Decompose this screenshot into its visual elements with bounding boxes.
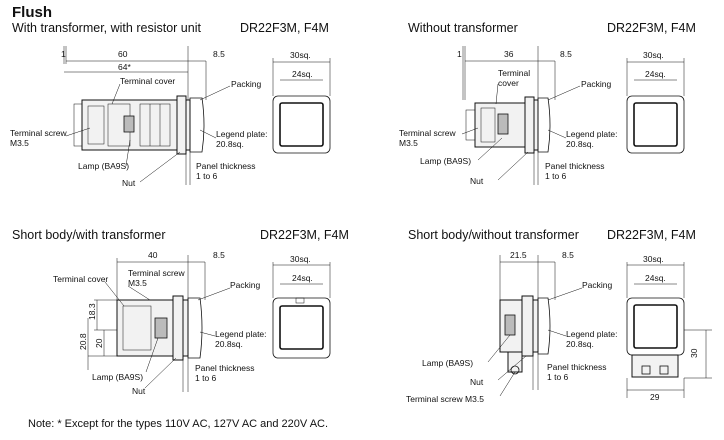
- panel4-front-inner: [633, 304, 678, 349]
- panel1-label-packing: Packing: [231, 79, 262, 89]
- panel2-label-terminal-screw: Terminal screw: [399, 128, 457, 138]
- panel3-dim-20-8: 20.8: [78, 333, 88, 350]
- panel1-dim-30sq: 30sq.: [290, 50, 311, 60]
- panel4-front-outer: [626, 297, 685, 356]
- panel4-dim-24sq: 24sq.: [645, 273, 666, 283]
- panel2-label-lamp: Lamp (BA9S): [420, 156, 471, 166]
- panel1-label-nut: Nut: [122, 178, 136, 188]
- panel4-label-legend-size: 20.8sq.: [566, 339, 594, 349]
- panel1-label-screw-size: M3.5: [10, 138, 29, 148]
- panel2-label-nut: Nut: [470, 176, 484, 186]
- panel2-label-panel-range: 1 to 6: [545, 171, 567, 181]
- panel1-model: DR22F3M, F4M: [240, 21, 329, 35]
- panel3-label-terminal-screw: Terminal screw: [128, 268, 186, 278]
- panel3-label-panel-range: 1 to 6: [195, 373, 217, 383]
- panel2-model: DR22F3M, F4M: [607, 21, 696, 35]
- panel1-label-terminal-screw: Terminal screw: [10, 128, 68, 138]
- panel1-drawing: 1 60 64* 8.5 Terminal cover Packing Ter: [10, 46, 331, 188]
- panel3-subtitle: Short body/with transformer: [12, 228, 166, 242]
- panel2-dim-24sq: 24sq.: [645, 69, 666, 79]
- panel1-label-terminal-cover: Terminal cover: [120, 76, 175, 86]
- panel3-model: DR22F3M, F4M: [260, 228, 349, 242]
- panel3-dim-30sq: 30sq.: [290, 254, 311, 264]
- panel1-subtitle: With transformer, with resistor unit: [12, 21, 201, 35]
- panel4-label-panel-thickness: Panel thickness: [547, 362, 607, 372]
- panel1-label-lamp: Lamp (BA9S): [78, 161, 129, 171]
- panel1-dim-8-5: 8.5: [213, 49, 225, 59]
- page-title: Flush: [12, 4, 52, 21]
- panel2-subtitle: Without transformer: [408, 21, 518, 35]
- panel4-dim-8-5: 8.5: [562, 250, 574, 260]
- panel2-drawing: 1 36 8.5 Terminal cover Packing Terminal…: [399, 46, 685, 186]
- panel1-dim-24sq: 24sq.: [292, 69, 313, 79]
- panel4-dim-30sq: 30sq.: [643, 254, 664, 264]
- panel2-dim-8-5: 8.5: [560, 49, 572, 59]
- panel3-label-terminal-cover: Terminal cover: [53, 274, 108, 284]
- panel2-front-outer: [626, 95, 685, 154]
- panel4-subtitle: Short body/without transformer: [408, 228, 579, 242]
- panel3-label-legend-plate: Legend plate:: [215, 329, 267, 339]
- panel2-front-inner: [633, 102, 678, 147]
- panel3-label-panel-thickness: Panel thickness: [195, 363, 255, 373]
- panel2-label-cover: cover: [498, 78, 519, 88]
- panel3-drawing: 40 8.5 18.3 20.8 20 Terminal cover Termi…: [53, 250, 331, 396]
- panel3-label-packing: Packing: [230, 280, 261, 290]
- panel2-label-packing: Packing: [581, 79, 612, 89]
- panel4-model: DR22F3M, F4M: [607, 228, 696, 242]
- panel4-label-panel-range: 1 to 6: [547, 372, 569, 382]
- panel3-label-nut: Nut: [132, 386, 146, 396]
- footnote: Note: * Except for the types 110V AC, 12…: [28, 418, 329, 430]
- panel3-dim-18-3: 18.3: [87, 303, 97, 320]
- panel4-label-terminal-screw: Terminal screw M3.5: [406, 394, 484, 404]
- panel1-label-panel-thickness: Panel thickness: [196, 161, 256, 171]
- panel2-dim-1: 1: [457, 49, 462, 59]
- panel1-dim-64: 64*: [118, 62, 131, 72]
- panel2-label-terminal: Terminal: [498, 68, 530, 78]
- panel3-label-lamp: Lamp (BA9S): [92, 372, 143, 382]
- panel1-label-legend-plate: Legend plate:: [216, 129, 268, 139]
- panel4-label-legend-plate: Legend plate:: [566, 329, 618, 339]
- panel1-front-outer: [272, 95, 331, 154]
- panel2-label-screw-size: M3.5: [399, 138, 418, 148]
- panel3-dim-24sq: 24sq.: [292, 273, 313, 283]
- panel3-dim-20: 20: [94, 338, 104, 348]
- panel2-dim-36: 36: [504, 49, 514, 59]
- panel1-front-inner: [279, 102, 324, 147]
- panel1-label-panel-range: 1 to 6: [196, 171, 218, 181]
- panel4-drawing: 21.5 8.5 Packing Legend plate: 20.8sq. L…: [406, 250, 712, 404]
- panel3-label-screw-size: M3.5: [128, 278, 147, 288]
- panel3-label-legend-size: 20.8sq.: [215, 339, 243, 349]
- panel4-dim-21-5: 21.5: [510, 250, 527, 260]
- panel4-label-nut: Nut: [470, 377, 484, 387]
- panel4-dim-29: 29: [650, 392, 660, 402]
- panel4-dim-30: 30: [689, 348, 699, 358]
- panel2-dim-30sq: 30sq.: [643, 50, 664, 60]
- panel3-dim-40: 40: [148, 250, 158, 260]
- panel1-dim-60: 60: [118, 49, 128, 59]
- panel3-dim-8-5: 8.5: [213, 250, 225, 260]
- panel3-front-inner: [279, 305, 324, 350]
- panel2-label-legend-plate: Legend plate:: [566, 129, 618, 139]
- panel2-label-panel-thickness: Panel thickness: [545, 161, 605, 171]
- panel2-label-legend-size: 20.8sq.: [566, 139, 594, 149]
- panel1-dim-1: 1: [61, 49, 66, 59]
- panel4-label-packing: Packing: [582, 280, 613, 290]
- panel1-label-legend-size: 20.8sq.: [216, 139, 244, 149]
- panel4-label-lamp: Lamp (BA9S): [422, 358, 473, 368]
